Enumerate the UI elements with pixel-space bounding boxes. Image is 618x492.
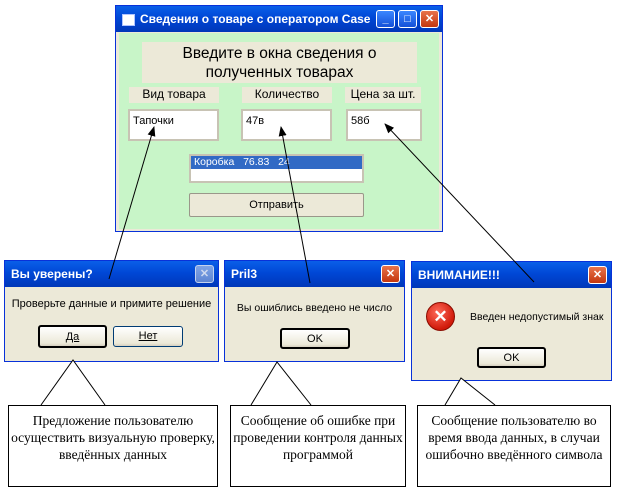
error-message: Вы ошиблись введено не число (236, 302, 393, 314)
instruction-heading-line1: Введите в окна сведения о (182, 45, 377, 62)
close-button: ✕ (195, 265, 214, 283)
arrow-to-price-field (384, 123, 535, 283)
confirm-dialog-titlebar: Вы уверены? (5, 261, 218, 287)
close-button[interactable]: ✕ (588, 266, 607, 284)
confirm-dialog: Вы уверены? ✕ Проверьте данные и примите… (4, 260, 219, 362)
no-button[interactable]: Нет (113, 326, 183, 347)
error-dialog: Pril3 ✕ Вы ошиблись введено не число OK (224, 260, 405, 362)
yes-label: Да (65, 331, 80, 343)
label-price: Цена за шт. (345, 87, 421, 103)
caption-warning: Сообщение пользователю во время ввода да… (417, 405, 611, 487)
yes-button[interactable]: Да (38, 325, 107, 348)
close-button[interactable]: ✕ (381, 265, 400, 283)
main-window-title: Сведения о товаре с оператором Case (140, 12, 371, 26)
maximize-button[interactable]: □ (398, 10, 417, 28)
confirm-message: Проверьте данные и примите решение (11, 298, 212, 310)
instruction-heading-line2: полученных товарах (205, 64, 354, 81)
price-input[interactable]: 58б (346, 109, 422, 141)
items-listbox[interactable]: Коробка 76.83 24 (189, 154, 364, 183)
error-dialog-titlebar: Pril3 (225, 261, 404, 287)
error-icon: ✕ (426, 302, 455, 331)
warning-dialog-titlebar: ВНИМАНИЕ!!! (412, 262, 611, 288)
caption-error: Сообщение об ошибке при проведении контр… (230, 405, 406, 487)
callout-pointer-3 (444, 377, 496, 406)
instruction-heading: Введите в окна сведения о полученных тов… (142, 42, 417, 83)
list-item[interactable]: Коробка 76.83 24 (191, 156, 362, 169)
product-type-input[interactable]: Тапочки (128, 109, 219, 141)
callout-pointer-2 (250, 361, 312, 406)
warning-dialog: ВНИМАНИЕ!!! ✕ ✕ Введен недопустимый знак… (411, 261, 612, 381)
no-label: Нет (138, 330, 158, 342)
warning-message: Введен недопустимый знак (470, 311, 604, 323)
arrow-to-product-field (108, 126, 156, 280)
label-product-type: Вид товара (129, 87, 219, 103)
ok-button[interactable]: OK (280, 328, 350, 349)
arrow-to-quantity-field (278, 126, 311, 284)
callout-pointer-1 (40, 359, 106, 406)
app-icon (122, 13, 135, 26)
close-button[interactable]: ✕ (420, 10, 439, 28)
caption-confirm: Предложение пользователю осуществить виз… (8, 405, 218, 487)
minimize-button[interactable]: _ (376, 10, 395, 28)
ok-button[interactable]: OK (477, 347, 546, 368)
submit-button[interactable]: Отправить (189, 193, 364, 217)
label-quantity: Количество (242, 87, 332, 103)
